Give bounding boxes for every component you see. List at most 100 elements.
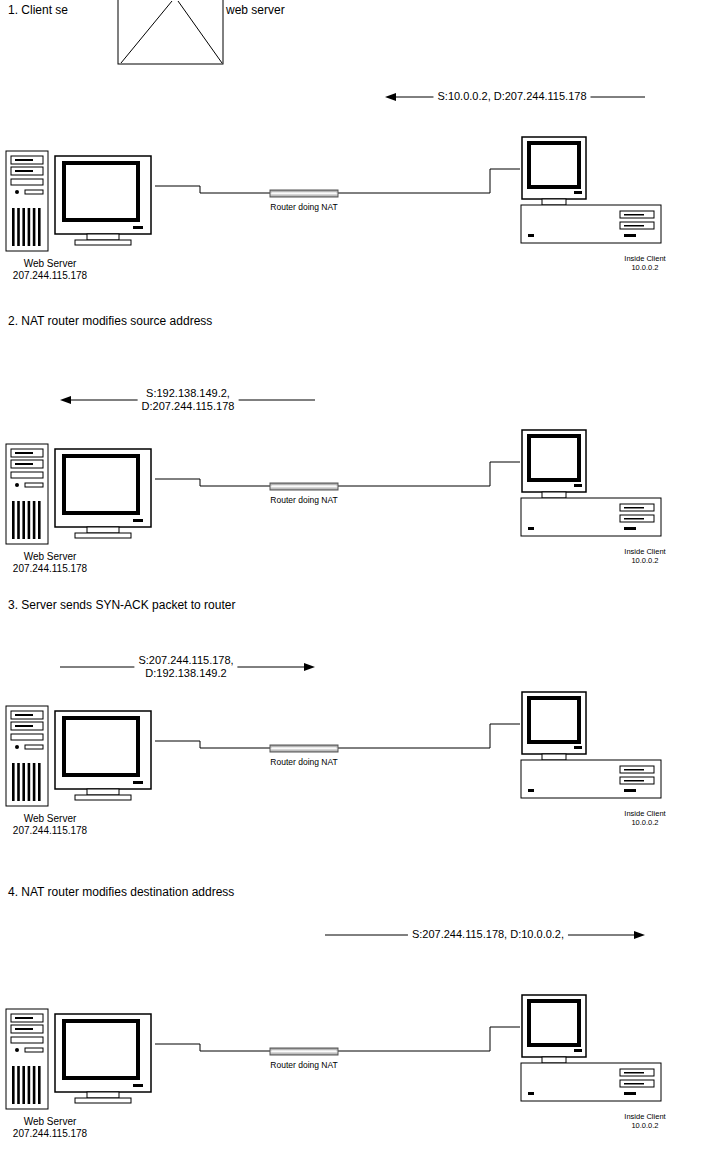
vent-grille [17, 208, 20, 246]
vent-grille [33, 1066, 36, 1104]
vent-grille [17, 763, 20, 801]
device-name: Router doing NAT [270, 1061, 337, 1071]
drive-slot [624, 1083, 644, 1085]
monitor-base [75, 240, 131, 245]
power-button [528, 789, 534, 792]
drive-slot [624, 214, 644, 216]
ip-address: 10.0.0.2 [624, 264, 665, 273]
arrow-head [304, 663, 315, 671]
drive-bay [11, 1037, 43, 1043]
monitor-button [133, 226, 143, 229]
inside-client: Inside Client10.0.0.2 [520, 993, 662, 1103]
step-title: 4. NAT router modifies destination addre… [8, 885, 234, 899]
drive-slot [624, 225, 644, 227]
device-caption: Web Server207.244.115.178 [13, 258, 87, 281]
device-caption: Web Server207.244.115.178 [13, 1116, 87, 1139]
nat-router-icon [270, 1048, 338, 1055]
vent-grille [33, 501, 36, 539]
packet-address: S:207.244.115.178, D:10.0.0.2, [408, 928, 568, 941]
inside-client-icon [520, 428, 662, 538]
panel-slot [25, 483, 43, 487]
drive-bay [11, 179, 43, 185]
web-server: Web Server207.244.115.178 [5, 150, 155, 254]
router-highlight [272, 1051, 336, 1052]
network-cable [338, 462, 520, 486]
drive-bay [620, 777, 654, 784]
vent-grille [17, 1066, 20, 1104]
server-tower [6, 444, 48, 544]
router-body [270, 1048, 338, 1055]
monitor-button [133, 781, 143, 784]
power-button [15, 483, 19, 487]
network-cable [338, 169, 520, 193]
vent-grille [22, 208, 25, 246]
drive-slot [624, 518, 644, 520]
nat-router: Router doing NAT [270, 190, 338, 197]
vent-grille [28, 1066, 31, 1104]
inside-client: Inside Client10.0.0.2 [520, 690, 662, 800]
vent-grille [12, 208, 15, 246]
floppy-slot [624, 527, 636, 530]
monitor-base [75, 795, 131, 800]
monitor-neck [542, 199, 566, 205]
monitor-frame [522, 995, 586, 1057]
vent-grille [12, 1066, 15, 1104]
web-server: Web Server207.244.115.178 [5, 1008, 155, 1112]
monitor-neck [87, 1092, 119, 1098]
desktop-case [521, 760, 661, 798]
drive-slot [624, 769, 644, 771]
nat-router-icon [270, 190, 338, 197]
power-button [15, 745, 19, 749]
vent-grille [22, 501, 25, 539]
ip-address: 207.244.115.178 [13, 270, 87, 282]
step-title: 2. NAT router modifies source address [8, 314, 212, 328]
obscuring-stroke [121, 1, 172, 63]
vent-grille [38, 208, 41, 246]
device-name: Router doing NAT [270, 496, 337, 506]
nat-router: Router doing NAT [270, 745, 338, 752]
network-cable [338, 724, 520, 748]
web-server-icon [5, 150, 155, 254]
router-highlight [272, 193, 336, 194]
power-button [528, 527, 534, 530]
vent-grille [28, 501, 31, 539]
device-caption: Router doing NAT [270, 203, 337, 213]
vent-grille [38, 763, 41, 801]
ip-address: 10.0.0.2 [624, 557, 665, 566]
drive-bay [11, 711, 43, 719]
monitor-screen [529, 1001, 579, 1045]
device-name: Web Server [13, 1116, 87, 1128]
drive-slot [624, 780, 644, 782]
step-title: web server [226, 3, 285, 17]
desktop-case [521, 498, 661, 536]
device-caption: Router doing NAT [270, 496, 337, 506]
monitor-screen [64, 718, 138, 775]
monitor-button [133, 519, 143, 522]
desktop-case [521, 1063, 661, 1101]
monitor-frame [55, 711, 151, 789]
inside-client: Inside Client10.0.0.2 [520, 135, 662, 245]
drive-bay [11, 734, 43, 740]
drive-bay [11, 472, 43, 478]
device-name: Web Server [13, 258, 87, 270]
drive-bay [11, 1025, 43, 1033]
router-body [270, 190, 338, 197]
vent-grille [38, 501, 41, 539]
panel-slot [25, 190, 43, 194]
monitor-frame [55, 449, 151, 527]
monitor-base [75, 533, 131, 538]
vent-grille [38, 1066, 41, 1104]
drive-bay [11, 167, 43, 175]
packet-address: S:207.244.115.178, D:192.138.149.2 [134, 654, 237, 680]
router-body [270, 745, 338, 752]
monitor-button [574, 1049, 582, 1052]
monitor-button [574, 484, 582, 487]
monitor-neck [542, 492, 566, 498]
step-title: 1. Client se [8, 3, 68, 17]
web-server-icon [5, 1008, 155, 1112]
monitor-screen [64, 163, 138, 220]
vent-grille [22, 1066, 25, 1104]
device-caption: Router doing NAT [270, 758, 337, 768]
ip-address: 207.244.115.178 [13, 825, 87, 837]
